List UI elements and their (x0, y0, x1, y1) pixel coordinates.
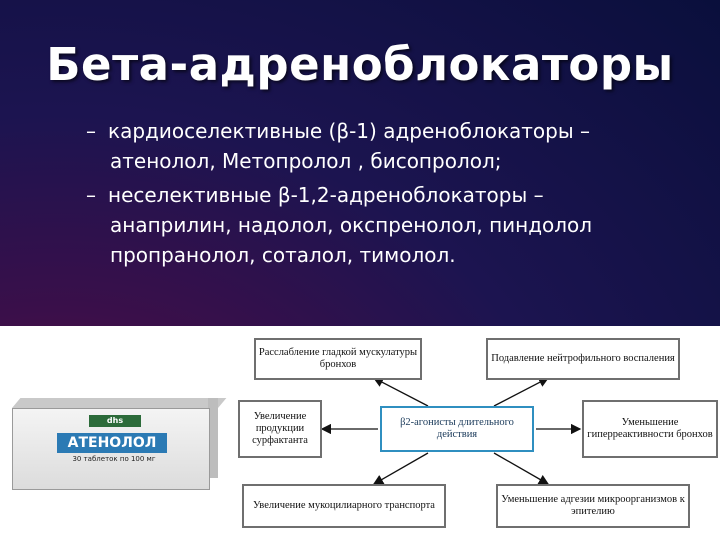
box-front-face: dhs АТЕНОЛОЛ 30 таблеток по 100 мг (12, 408, 210, 490)
node-surfactant-production: Увеличение продукции сурфактанта (238, 400, 322, 458)
effects-diagram: Расслабление гладкой мускулатуры бронхов… (234, 326, 720, 540)
node-mucociliary-transport: Увеличение мукоцилиарного транспорта (242, 484, 446, 528)
drug-name-label: АТЕНОЛОЛ (57, 433, 167, 453)
drug-dosage-text: 30 таблеток по 100 мг (72, 455, 156, 463)
drug-package-photo: dhs АТЕНОЛОЛ 30 таблеток по 100 мг (0, 326, 234, 540)
node-hyperreactivity-reduction: Уменьшение гиперреактивности бронхов (582, 400, 718, 458)
bullet-line: анаприлин, надолол, окспренолол, пиндоло… (110, 213, 593, 237)
node-neutrophil-suppression: Подавление нейтрофильного воспаления (486, 338, 680, 380)
slide-title: Бета-адреноблокаторы (46, 38, 674, 91)
box-side-face (208, 398, 218, 478)
arrow-to-bottom-right (493, 452, 550, 485)
node-beta2-agonists: β2-агонисты длительного действия (380, 406, 534, 452)
arrow-to-top-right (493, 377, 550, 407)
arrow-to-top-left (372, 377, 429, 407)
bullet-dash: – (86, 183, 96, 207)
bullet-line: атенолол, Метопролол , бисопролол; (110, 149, 502, 173)
bullet-line: кардиоселективные (β-1) адреноблокаторы … (108, 119, 591, 143)
bullet-line: пропранолол, соталол, тимолол. (110, 243, 456, 267)
diagram-arrows (320, 377, 582, 485)
atenolol-box: dhs АТЕНОЛОЛ 30 таблеток по 100 мг (12, 398, 227, 490)
arrow-to-bottom-left (372, 452, 429, 485)
bullet-line: неселективные β-1,2-адреноблокаторы – (108, 183, 544, 207)
node-smooth-muscle-relaxation: Расслабление гладкой мускулатуры бронхов (254, 338, 422, 380)
box-top-face (12, 398, 227, 408)
bullet-dash: – (86, 119, 96, 143)
node-adhesion-reduction: Уменьшение адгезии микроорганизмов к эпи… (496, 484, 690, 528)
bullet-item-cardioselective: – кардиоселективные (β-1) адреноблокатор… (86, 116, 686, 176)
bullet-list: – кардиоселективные (β-1) адреноблокатор… (86, 116, 686, 274)
bullet-item-nonselective: – неселективные β-1,2-адреноблокаторы – … (86, 180, 686, 270)
manufacturer-logo: dhs (89, 415, 141, 427)
